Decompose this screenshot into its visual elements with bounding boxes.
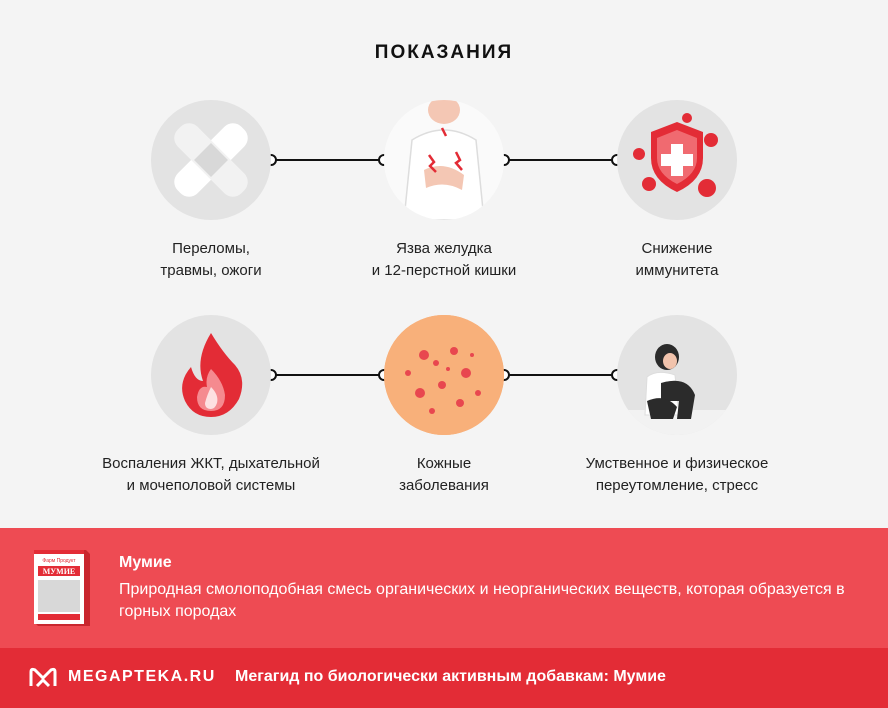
product-name: Мумие — [119, 554, 172, 571]
indication-label-ulcer: Язва желудка и 12-перстной кишки — [371, 240, 517, 279]
product-description: Природная смолоподобная смесь органическ… — [119, 581, 845, 620]
indication-label-inflammation: Воспаления ЖКТ, дыхательной и мочеполово… — [102, 455, 320, 494]
immunity-shield-icon — [617, 100, 737, 220]
megapteka-logo-text[interactable]: MEGAPTEKA.RU — [68, 668, 216, 685]
bandage-icon — [151, 100, 271, 220]
footer-bar: MEGAPTEKA.RU Мегагид по биологически акт… — [0, 648, 888, 708]
indications-row-1 — [0, 100, 888, 230]
fire-icon — [151, 315, 271, 435]
skin-rash-icon — [384, 315, 504, 435]
indications-row-2 — [0, 315, 888, 445]
indication-label-immunity: Снижение иммунитета — [635, 240, 719, 279]
megapteka-logo-icon[interactable] — [29, 666, 57, 690]
indication-label-fractures: Переломы, травмы, ожоги — [160, 240, 262, 279]
page-title: ПОКАЗАНИЯ — [374, 42, 514, 63]
product-box-image: Фарм Продукт МУМИЕ — [34, 550, 90, 626]
stressed-person-icon — [617, 315, 737, 435]
svg-text:МУМИЕ: МУМИЕ — [43, 567, 76, 576]
stomach-pain-icon — [384, 100, 504, 220]
indication-label-stress: Умственное и физическое переутомление, с… — [585, 455, 769, 494]
indication-label-skin: Кожные заболевания — [399, 455, 489, 494]
product-info-bar: Фарм Продукт МУМИЕ Мумие Природная смоло… — [0, 528, 888, 648]
svg-text:Фарм Продукт: Фарм Продукт — [42, 558, 76, 564]
footer-caption: Мегагид по биологически активным добавка… — [235, 668, 666, 685]
